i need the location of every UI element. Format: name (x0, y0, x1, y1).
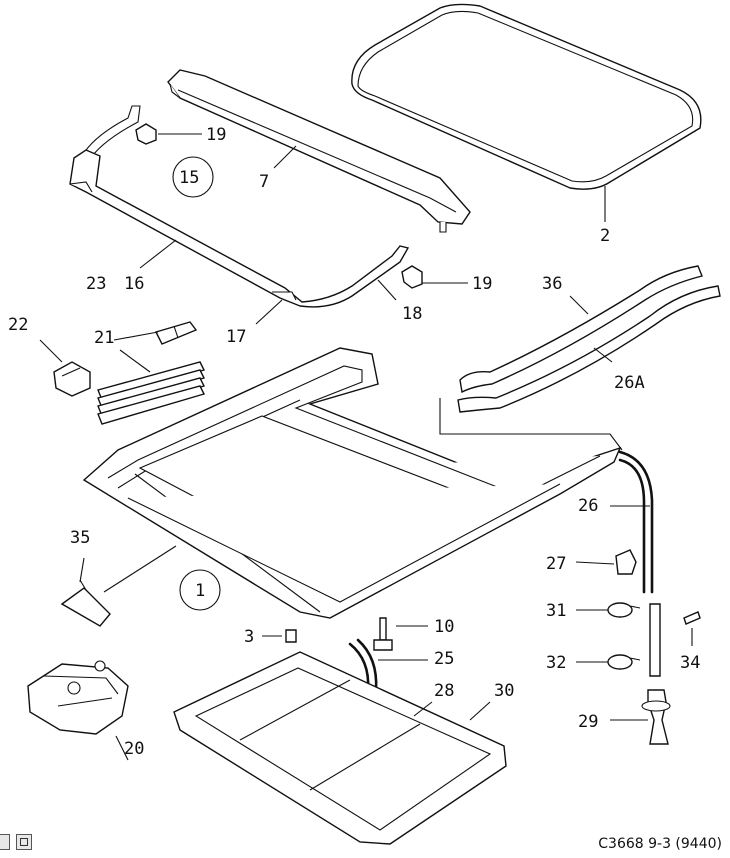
front-cross-member-part (167, 69, 471, 233)
callout-19-lower: 19 (472, 274, 492, 294)
callout-circle-1 (179, 569, 221, 611)
callout-27: 27 (546, 554, 566, 574)
valve-part-29 (641, 689, 671, 745)
callout-34: 34 (680, 653, 700, 673)
callout-22: 22 (8, 315, 28, 335)
callout-3: 3 (244, 627, 254, 647)
callout-20: 20 (124, 739, 144, 759)
callout-10: 10 (434, 617, 454, 637)
callout-circle-15 (172, 156, 214, 198)
callout-2: 2 (600, 226, 610, 246)
sunshade-frame-part (69, 105, 410, 308)
callout-26: 26 (578, 496, 598, 516)
callout-30: 30 (494, 681, 514, 701)
drain-hose-rear-part (618, 450, 661, 677)
viewer-zoom-control[interactable] (16, 834, 32, 850)
callout-19-upper: 19 (206, 125, 226, 145)
bolt-part-10 (373, 617, 393, 651)
callout-16: 16 (124, 274, 144, 294)
callout-15: 15 (179, 168, 199, 188)
clamp-part-32 (607, 654, 641, 670)
callout-32: 32 (546, 653, 566, 673)
clip-part-upper (135, 123, 157, 145)
callout-31: 31 (546, 601, 566, 621)
grommet-part-27 (615, 549, 637, 575)
lower-frame-part (173, 651, 507, 845)
motor-part (27, 660, 129, 735)
clamp-part-31 (607, 602, 641, 618)
callout-21: 21 (94, 328, 114, 348)
screw-part-3 (285, 629, 297, 643)
bracket-part-22 (53, 361, 91, 397)
callout-26a: 26A (614, 373, 645, 393)
callout-18: 18 (402, 304, 422, 324)
callout-1: 1 (195, 581, 205, 601)
glass-panel-part (351, 3, 702, 190)
strip-stack-part (97, 361, 206, 425)
clip-part-lower (401, 265, 423, 289)
callout-23: 23 (86, 274, 106, 294)
viewer-prev-control[interactable] (0, 834, 10, 850)
seal-strip-part (457, 265, 721, 413)
callout-28: 28 (434, 681, 454, 701)
main-frame-part (82, 347, 622, 619)
leader-lines (39, 133, 693, 761)
callout-29: 29 (578, 712, 598, 732)
guide-block-part (154, 321, 198, 345)
callout-35: 35 (70, 528, 90, 548)
callout-25: 25 (434, 649, 454, 669)
bracket-part-35 (60, 579, 111, 627)
callout-36: 36 (542, 274, 562, 294)
callout-17: 17 (226, 327, 246, 347)
callout-7: 7 (259, 172, 269, 192)
plug-part-34 (683, 611, 701, 625)
diagram-caption: C3668 9-3 (9440) (598, 836, 722, 852)
